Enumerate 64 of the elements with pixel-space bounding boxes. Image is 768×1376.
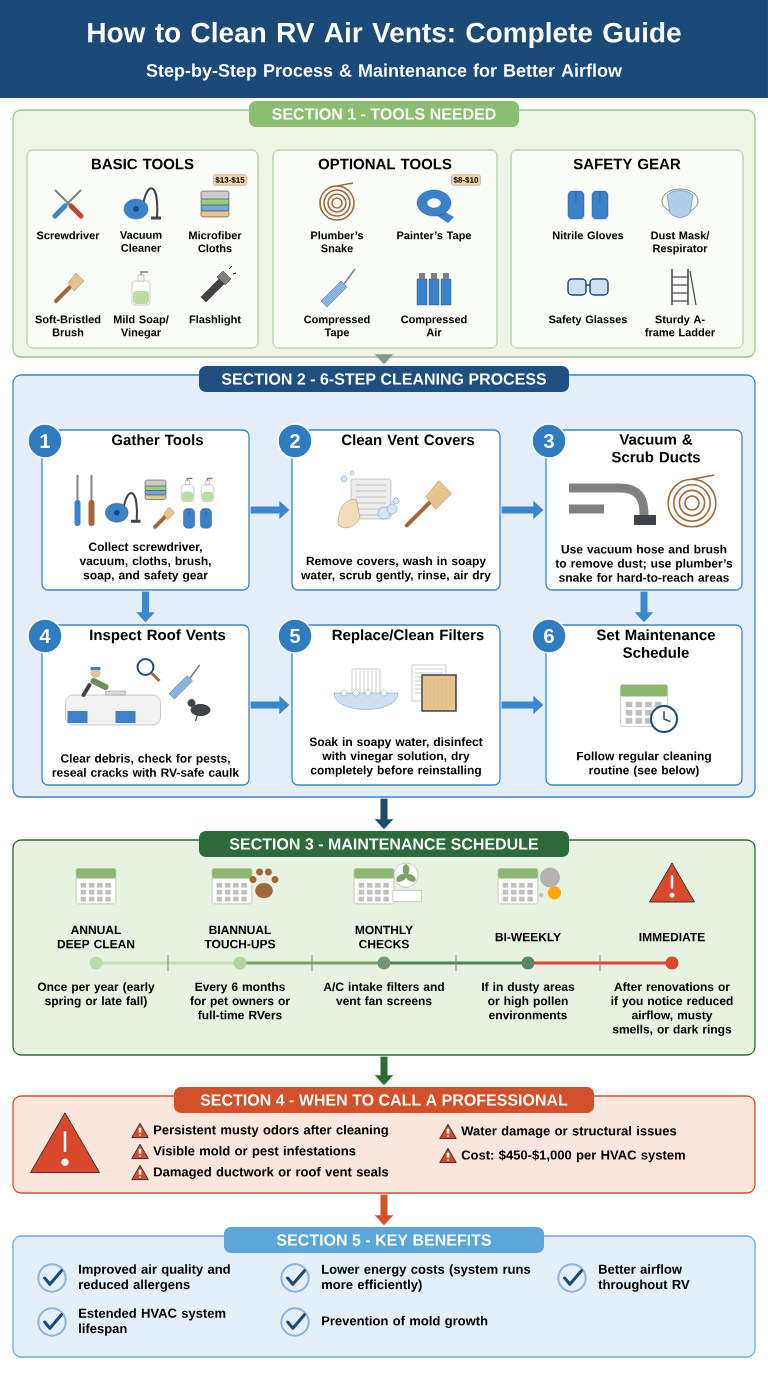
step-description: Follow regular cleaning routine (see below) bbox=[577, 751, 711, 777]
section-heading: SECTION 1 - TOOLS NEEDED bbox=[249, 101, 519, 127]
step-title: Set Maintenance Schedule bbox=[596, 629, 716, 658]
subtitle: Step-by-Step Process & Maintenance for Better Airflow bbox=[146, 63, 623, 81]
warning-item: Water damage or structural issues bbox=[461, 1125, 677, 1139]
tool-label: Mild Soap/ Vinegar bbox=[113, 315, 169, 339]
tool-label: Painter’s Tape bbox=[397, 231, 472, 242]
step-title: Clean Vent Covers bbox=[341, 434, 475, 446]
benefit-text: Prevention of mold growth bbox=[322, 1315, 488, 1329]
tool-label: Microfiber Cloths bbox=[189, 231, 242, 253]
section-heading: SECTION 3 - MAINTENANCE SCHEDULE bbox=[199, 831, 569, 857]
schedule-heading: IMMEDIATE bbox=[639, 932, 705, 942]
schedule-heading: BI-WEEKLY bbox=[495, 932, 561, 942]
step-description: Collect screwdriver, vacuum, cloths, brush, soap, and safety gear bbox=[79, 542, 211, 582]
section-heading: SECTION 5 - KEY BENEFITS bbox=[224, 1227, 544, 1253]
warning-item: Visible mold or pest infestations bbox=[153, 1145, 356, 1159]
step-title: Replace/Clean Filters bbox=[332, 629, 484, 644]
step-number: 5 bbox=[277, 618, 313, 654]
price-tag: $13-$15 bbox=[213, 174, 247, 186]
step-description: Use vacuum hose and brush to remove dust; use plumber’s snake for hard-to-reach areas bbox=[555, 544, 733, 582]
box-heading: SAFETY GEAR bbox=[573, 158, 681, 170]
step-title: Gather Tools bbox=[112, 434, 203, 446]
step-title: Vacuum & Scrub Ducts bbox=[611, 434, 700, 463]
step-title: Inspect Roof Vents bbox=[90, 629, 226, 644]
schedule-description: After renovations or if you notice reduced airflow, musty smells, or dark rings bbox=[611, 982, 733, 1036]
tool-label: Compressed Air bbox=[401, 315, 467, 337]
schedule-description: Every 6 months for pet owners or full-time RVers bbox=[190, 982, 290, 1020]
step-description: Remove covers, wash in soapy water, scrub gently, rinse, air dry bbox=[301, 556, 491, 582]
schedule-heading: MONTHLY CHECKS bbox=[355, 925, 413, 949]
warning-item: Cost: $450-$1,000 per HVAC system bbox=[461, 1149, 685, 1163]
tool-label: Vacuum Cleaner bbox=[120, 231, 162, 252]
schedule-heading: BIANNUAL TOUCH-UPS bbox=[204, 925, 276, 949]
benefit-text: Lower energy costs (system runs more efficiently) bbox=[322, 1264, 531, 1292]
step-number: 3 bbox=[531, 423, 567, 459]
title: How to Clean RV Air Vents: Complete Guide bbox=[88, 21, 681, 49]
tool-label: Safety Glasses bbox=[548, 315, 627, 326]
benefit-text: Improved air quality and reduced allergens bbox=[79, 1264, 230, 1292]
step-number: 1 bbox=[27, 423, 63, 459]
tool-label: Soft-Bristled Brush bbox=[35, 315, 101, 337]
tool-label: Flashlight bbox=[189, 315, 241, 326]
warning-item: Damaged ductwork or roof vent seals bbox=[154, 1166, 389, 1180]
schedule-description: If in dusty areas or high pollen environments bbox=[482, 982, 575, 1020]
tool-label: Nitrile Gloves bbox=[552, 231, 624, 240]
price-tag: $8-$10 bbox=[451, 174, 481, 186]
benefit-text: Better airflow throughout RV bbox=[598, 1264, 690, 1292]
tool-label: Dust Mask/ Respirator bbox=[651, 231, 710, 255]
benefit-text: Estended HVAC system lifespan bbox=[79, 1308, 226, 1336]
box-heading: BASIC TOOLS bbox=[91, 158, 194, 170]
tool-label: Screwdriver bbox=[36, 231, 100, 240]
schedule-heading: ANNUAL DEEP CLEAN bbox=[57, 925, 135, 949]
step-description: Clear debris, check for pests, reseal cracks with RV-safe caulk bbox=[52, 753, 240, 777]
step-number: 4 bbox=[27, 618, 63, 654]
tool-label: Sturdy A-frame Ladder bbox=[645, 315, 715, 337]
tool-label: Compressed Tape bbox=[304, 315, 370, 339]
section-heading: SECTION 2 - 6-STEP CLEANING PROCESS bbox=[199, 366, 569, 392]
tool-label: Plumber’s Snake bbox=[311, 231, 364, 253]
schedule-description: Once per year (early spring or late fall) bbox=[37, 982, 155, 1008]
step-description: Soak in soapy water, disinfect with vinegar solution, dry completely before reinstalling bbox=[309, 737, 483, 777]
step-number: 6 bbox=[531, 618, 567, 654]
step-number: 2 bbox=[277, 423, 313, 459]
box-heading: OPTIONAL TOOLS bbox=[318, 158, 452, 170]
warning-item: Persistent musty odors after cleaning bbox=[154, 1124, 388, 1138]
section-heading: SECTION 4 - WHEN TO CALL A PROFESSIONAL bbox=[174, 1087, 594, 1113]
schedule-description: A/C intake filters and vent fan screens bbox=[323, 982, 444, 1006]
